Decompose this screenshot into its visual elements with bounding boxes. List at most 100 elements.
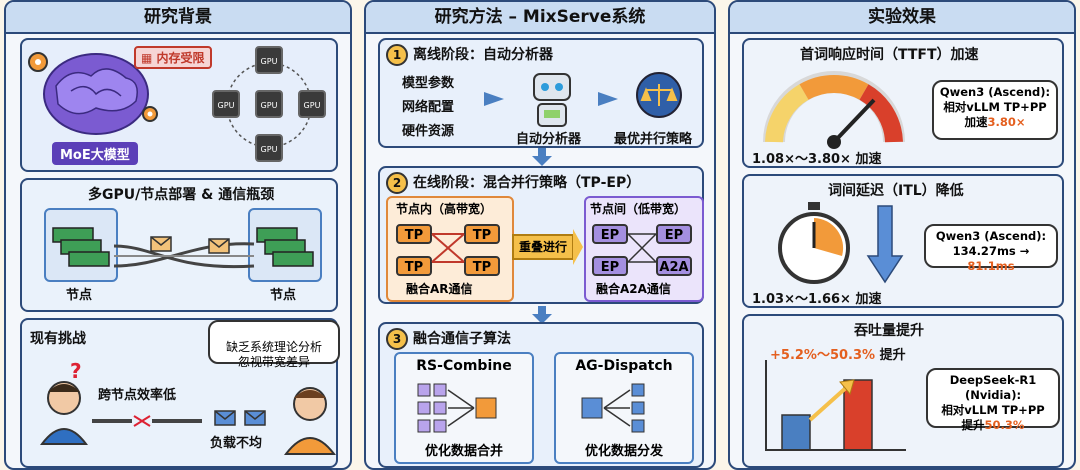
gpu-icon: GPU — [255, 46, 283, 74]
input-hardware: 硬件资源 — [402, 124, 455, 139]
input-model-params: 模型参数 — [402, 76, 455, 91]
dispatch-icon — [581, 383, 645, 433]
deploy-title: 多GPU/节点部署 & 通信瓶颈 — [88, 187, 275, 203]
broken-cable-icon — [92, 415, 202, 427]
ag-dispatch-label: AG-Dispatch — [575, 358, 673, 374]
deploy-box: 多GPU/节点部署 & 通信瓶颈 节点 节点 — [20, 178, 338, 312]
throughput-gain-suffix: 提升 — [879, 348, 906, 363]
itl-box: 词间延迟（ITL）降低 1.03×～1.66× 加速 Qwen3 (Ascend… — [742, 174, 1064, 308]
throughput-gain-value: 50.3% — [984, 418, 1025, 432]
itl-range: 1.03×～1.66× 加速 — [752, 292, 882, 307]
node-left-label: 节点 — [66, 288, 93, 303]
scale-icon — [636, 72, 682, 118]
memory-chip-icon: ▦ — [141, 51, 157, 65]
gear-icon — [28, 52, 48, 72]
svg-text:?: ? — [70, 359, 82, 383]
node-right — [248, 208, 322, 282]
ar-comm-label: 融合AR通信 — [406, 282, 473, 296]
offline-stage-title-text: 离线阶段：自动分析器 — [413, 47, 553, 63]
ttft-bubble-speedup: 加速3.80× — [938, 115, 1052, 130]
a2a-comm-label: 融合A2A通信 — [596, 282, 671, 296]
rs-combine-label: RS-Combine — [416, 358, 512, 374]
ep-chip: EP — [592, 224, 628, 244]
brain-icon — [43, 53, 149, 135]
intra-node-label: 节点内（高带宽） — [396, 202, 493, 216]
throughput-gain: +5.2%～50.3% 提升 — [770, 344, 906, 363]
overlap-arrow-head — [573, 229, 583, 265]
itl-latency-value: 81.1ms — [967, 259, 1015, 273]
gpu-icon: GPU — [298, 90, 326, 118]
step-number: 3 — [386, 328, 408, 350]
results-title: 实验效果 — [730, 2, 1074, 34]
gpu-icon: GPU — [212, 90, 240, 118]
down-arrow-icon — [532, 148, 552, 166]
arrow-right-icon — [598, 92, 618, 106]
ag-dispatch-desc: 优化数据分发 — [584, 444, 663, 459]
ep-chip: EP — [656, 224, 692, 244]
cable-links — [113, 242, 255, 269]
down-arrow-icon — [532, 306, 552, 324]
throughput-bar — [781, 414, 811, 451]
inter-node-label: 节点间（低带宽） — [590, 202, 687, 216]
throughput-title: 吞吐量提升 — [854, 323, 924, 339]
tp-chip: TP — [396, 224, 432, 244]
node-right-label: 节点 — [270, 288, 297, 303]
ttft-speedup-value: 3.80× — [987, 115, 1026, 129]
cross-node-label: 跨节点效率低 — [98, 388, 177, 403]
throughput-bubble-baseline: 相对vLLM TP+PP — [941, 403, 1045, 417]
moe-label: MoE大模型 — [52, 142, 138, 165]
step-number: 2 — [386, 172, 408, 194]
server-rack-icon — [256, 227, 314, 267]
moe-box: ▦ 内存受限 MoE大模型 GPU GPU GPU GPU GPU — [20, 38, 338, 172]
memory-badge-label: 内存受限 — [156, 51, 205, 65]
down-arrow-icon — [866, 205, 904, 284]
load-imbalance-label: 负载不均 — [210, 436, 263, 451]
throughput-bubble-gain-prefix: 提升 — [961, 418, 985, 432]
itl-bubble-latency: 134.27ms → 81.1ms — [930, 244, 1052, 274]
offline-stage-title: 1 离线阶段：自动分析器 — [386, 44, 553, 66]
ag-dispatch-box: AG-Dispatch 优化数据分发 — [554, 352, 694, 464]
rs-combine-box: RS-Combine 优化数据合并 — [394, 352, 534, 464]
envelope-icon — [214, 410, 236, 426]
overlap-label: 重叠进行 — [518, 240, 567, 254]
results-panel: 实验效果 首词响应时间（TTFT）加速 1.08×～3.80× 加速 Qwen3… — [728, 0, 1076, 470]
throughput-bubble-gain: 提升50.3% — [932, 418, 1054, 433]
merge-icon — [417, 383, 497, 433]
gauge-icon — [763, 71, 905, 149]
stopwatch-icon — [778, 202, 850, 284]
challenge-title: 现有挑战 — [30, 331, 86, 347]
gear-icon — [142, 106, 158, 122]
server-rack-icon — [52, 227, 110, 267]
step-number: 1 — [386, 44, 408, 66]
itl-bubble: Qwen3 (Ascend): 134.27ms → 81.1ms — [924, 224, 1058, 273]
inter-node-box: 节点间（低带宽） EP EP EP A2A 融合A2A通信 — [584, 196, 704, 302]
rs-combine-desc: 优化数据合并 — [424, 444, 503, 459]
a2a-chip: A2A — [656, 256, 692, 276]
ttft-range: 1.08×～3.80× 加速 — [752, 152, 882, 167]
throughput-gain-range: +5.2%～50.3% — [770, 348, 876, 363]
envelope-icon — [150, 236, 172, 252]
throughput-box: 吞吐量提升 +5.2%～50.3% 提升 DeepSeek-R1 (Nvidia… — [742, 314, 1064, 468]
method-title: 研究方法 – MixServe系统 — [366, 2, 714, 34]
ep-chip: EP — [592, 256, 628, 276]
gpu-icon: GPU — [255, 134, 283, 162]
intra-node-box: 节点内（高带宽） TP TP TP TP 融合AR通信 — [386, 196, 514, 302]
input-network-config: 网络配置 — [402, 100, 455, 115]
envelope-icon — [244, 410, 266, 426]
person-icon — [283, 387, 337, 455]
ttft-bubble-baseline: 相对vLLM TP+PP — [943, 100, 1047, 114]
ttft-title: 首词响应时间（TTFT）加速 — [800, 47, 979, 63]
throughput-bubble: DeepSeek-R1 (Nvidia): 相对vLLM TP+PP 提升50.… — [926, 368, 1060, 432]
bar-chart-icon — [765, 360, 906, 451]
challenge-bubble: 缺乏系统理论分析 忽视带宽差异 — [208, 320, 340, 369]
robot-icon — [533, 73, 571, 127]
itl-bubble-model: Qwen3 (Ascend): — [935, 229, 1047, 243]
arrow-right-icon — [484, 92, 504, 106]
node-left — [44, 208, 118, 282]
throughput-bubble-model: DeepSeek-R1 (Nvidia): — [949, 373, 1037, 402]
